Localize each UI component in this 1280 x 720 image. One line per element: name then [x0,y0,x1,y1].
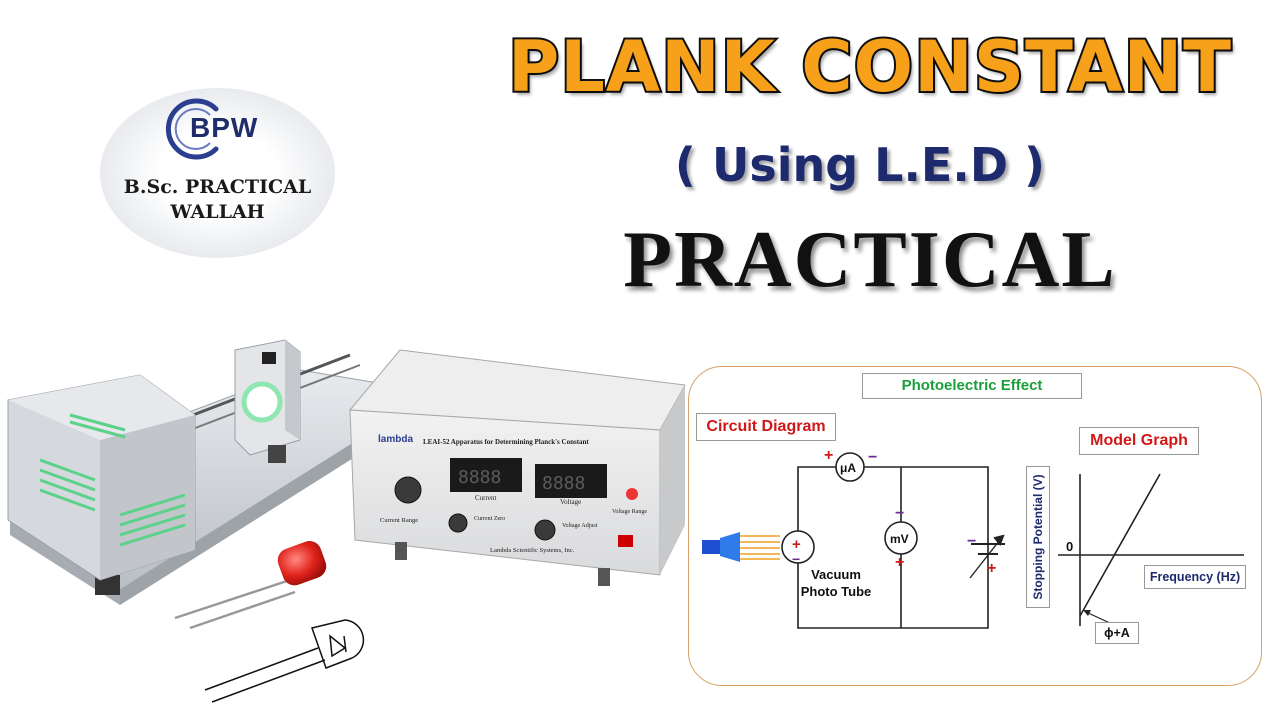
circuit-and-graph: μA mV + − + − − + − + [702,447,1244,629]
model-graph-title: Model Graph [1079,427,1199,455]
red-led [174,541,327,630]
y-axis-label-box: Stopping Potential (V) [1026,466,1050,608]
microammeter-label: μA [840,461,856,475]
planck-apparatus-illustration: lambda LEAI-52 Apparatus for Determining… [7,339,686,703]
practical-heading: PRACTICAL [623,216,1117,304]
main-title: PLANK CONSTANT [506,24,1233,110]
microammeter-icon [835,452,865,482]
circuit-diagram-title: Circuit Diagram [696,413,836,441]
millivoltmeter-label: mV [890,532,909,546]
control-unit: lambda LEAI-52 Apparatus for Determining… [348,349,686,586]
millivoltmeter-icon [884,521,918,555]
svg-text:8888: 8888 [458,467,501,488]
graph-line [1079,473,1161,617]
x-axis-label: Frequency (Hz) [1144,565,1246,589]
logo-badge [100,88,335,258]
panel-title: LEAI-52 Apparatus for Determining Planck… [423,438,589,446]
tube-label-line1: Vacuum [811,567,861,582]
voltage-adjust-label: Voltage Adjust [562,523,598,529]
vacuum-photo-tube-label: Vacuum Photo Tube [786,566,886,600]
light-source-icon [702,532,780,562]
current-range-label: Current Range [380,517,418,524]
y-axis-label: Stopping Potential (V) [1031,474,1045,600]
origin-label: 0 [1066,539,1074,554]
svg-text:8888: 8888 [542,473,585,494]
logo-mark: BPW [190,112,259,143]
subtitle: ( Using L.E.D ) [674,138,1046,192]
variable-battery-symbol [969,534,1005,579]
photoelectric-effect-title: Photoelectric Effect [862,373,1082,399]
tube-plus: + [792,536,801,553]
tube-label-line2: Photo Tube [800,584,872,599]
phototube-box [234,339,301,463]
ammeter-plus: + [824,447,833,464]
lamp-housing [7,374,196,581]
battery-minus: − [967,533,976,550]
voltage-meter-label: Voltage [560,498,581,506]
logo-text-line1: B.Sc. PRACTICAL [123,176,312,198]
model-graph-axes [1058,474,1244,626]
tube-minus: − [792,551,800,567]
photo-tube-icon [781,530,815,564]
voltage-range-label: Voltage Range [612,509,647,515]
logo-text-line2: WALLAH [170,201,265,223]
led-symbol-sketch [204,619,365,703]
maker-label: Lambda Scientific Systems, Inc. [490,547,575,554]
battery-plus: + [987,560,996,577]
intercept-label: ϕ+A [1095,622,1139,644]
ammeter-minus: − [868,449,877,466]
logo-ring-icon [165,98,219,160]
current-meter-label: Current [475,494,496,502]
brand-logo: lambda [378,434,413,445]
current-zero-label: Current Zero [474,516,505,522]
voltmeter-plus: + [895,554,904,571]
voltmeter-minus: − [895,505,904,522]
